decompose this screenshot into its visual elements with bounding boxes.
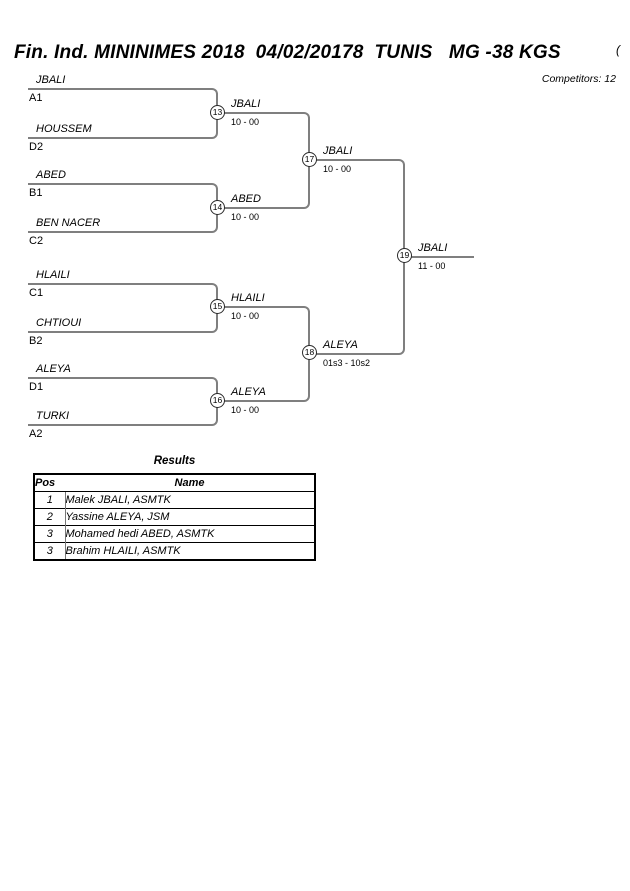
winner-name: JBALI [418,242,448,254]
entrant-name: JBALI [36,74,66,86]
match-score: 10 - 00 [323,164,352,174]
results-header-row: Pos Name [34,474,315,492]
result-pos: 2 [34,508,65,526]
match-score: 01s3 - 10s2 [323,358,371,368]
entrant-name: HLAILI [36,269,70,281]
match-score: 10 - 00 [231,311,260,321]
results-col-name: Name [174,477,205,489]
table-row: 2 Yassine ALEYA, JSM [34,508,315,526]
results-col-pos: Pos [35,477,56,489]
entrant-name: ALEYA [36,363,71,375]
table-row: 1 Malek JBALI, ASMTK [34,491,315,509]
winner-name: ABED [231,193,261,205]
winner-name: ALEYA [323,339,358,351]
match-number-circle: 15 [210,299,225,314]
entrant-seed: A1 [29,92,43,104]
entrant-name: ABED [36,169,66,181]
match-score: 10 - 00 [231,117,260,127]
results-title: Results [153,455,196,467]
page-title: Fin. Ind. MININIMES 2018 04/02/20178 TUN… [14,42,561,63]
champion-line [405,256,474,258]
match-score: 10 - 00 [231,405,260,415]
result-name: Brahim HLAILI, ASMTK [64,542,315,560]
entrant-name: TURKI [36,410,69,422]
result-pos: 3 [34,525,65,543]
match-number-circle: 16 [210,393,225,408]
result-pos: 3 [34,542,65,560]
winner-name: ALEYA [231,386,266,398]
entrant-name: BEN NACER [36,217,101,229]
results-table: Pos Name 1 Malek JBALI, ASMTK 2 Yassine … [33,473,316,561]
match-number-circle: 17 [302,152,317,167]
connector-bracket-match19 [310,159,405,355]
result-name: Mohamed hedi ABED, ASMTK [64,525,315,543]
winner-name: HLAILI [231,292,265,304]
match-number-circle: 14 [210,200,225,215]
entrant-name: HOUSSEM [36,123,92,135]
table-row: 3 Mohamed hedi ABED, ASMTK [34,525,315,543]
match-score: 10 - 00 [231,212,260,222]
entrant-seed: D2 [29,141,44,153]
entrant-seed: A2 [29,428,43,440]
match-score: 11 - 00 [418,261,446,271]
title-paren: ( [616,43,620,57]
entrant-seed: C2 [29,235,44,247]
result-name: Yassine ALEYA, JSM [64,508,315,526]
entrant-seed: B1 [29,187,43,199]
result-name: Malek JBALI, ASMTK [64,491,315,509]
match-number-circle: 19 [397,248,412,263]
winner-name: JBALI [323,145,353,157]
winner-name: JBALI [231,98,261,110]
match-number-circle: 18 [302,345,317,360]
result-pos: 1 [34,491,65,509]
entrant-seed: B2 [29,335,43,347]
match-number-circle: 13 [210,105,225,120]
entrant-name: CHTIOUI [36,317,82,329]
table-row: 3 Brahim HLAILI, ASMTK [34,542,315,560]
entrant-seed: C1 [29,287,44,299]
competitors-count: Competitors: 12 [541,73,616,85]
entrant-seed: D1 [29,381,44,393]
